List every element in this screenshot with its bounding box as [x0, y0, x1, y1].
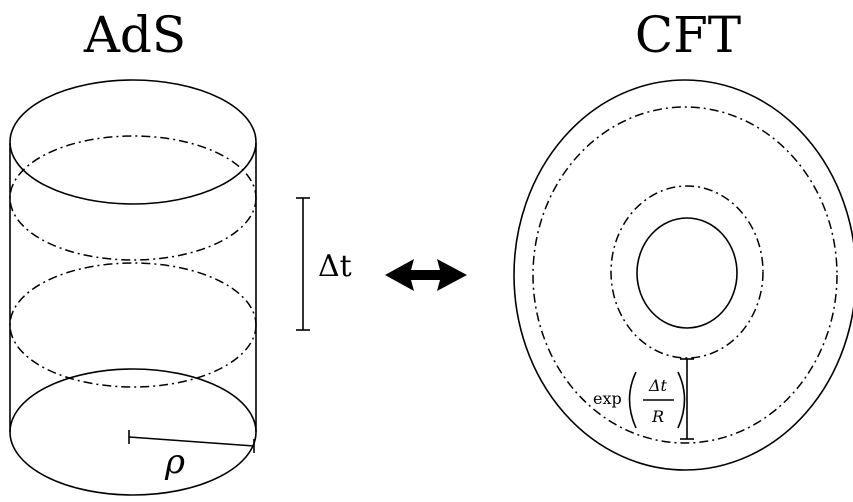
time-slice-2 — [9, 262, 257, 388]
right-paren — [677, 371, 686, 429]
scale-label-numerator: Δt — [648, 376, 668, 395]
boundary-slice-inner — [610, 185, 764, 359]
radius-marker — [128, 430, 255, 453]
scale-label-func: exp — [593, 389, 622, 408]
left-paren — [628, 371, 637, 429]
scale-label: exp Δt R — [593, 371, 686, 429]
ads-panel: AdS ρ Δt — [9, 6, 352, 496]
time-interval-label: Δt — [318, 249, 352, 284]
ads-title: AdS — [83, 6, 186, 64]
cylinder-bottom-ellipse — [9, 368, 257, 496]
outer-circle — [513, 79, 853, 471]
time-interval-bar — [296, 197, 310, 331]
time-slice-1 — [9, 135, 257, 261]
cft-title: CFT — [635, 6, 741, 64]
duality-arrow — [385, 259, 467, 291]
cylinder-top-ellipse — [9, 79, 257, 205]
scale-bar — [680, 358, 694, 440]
radius-label: ρ — [164, 442, 185, 482]
inner-circle — [636, 217, 738, 329]
boundary-slice-outer — [532, 106, 838, 444]
scale-label-denominator: R — [651, 407, 664, 426]
cft-panel: CFT exp Δt R — [513, 6, 853, 471]
